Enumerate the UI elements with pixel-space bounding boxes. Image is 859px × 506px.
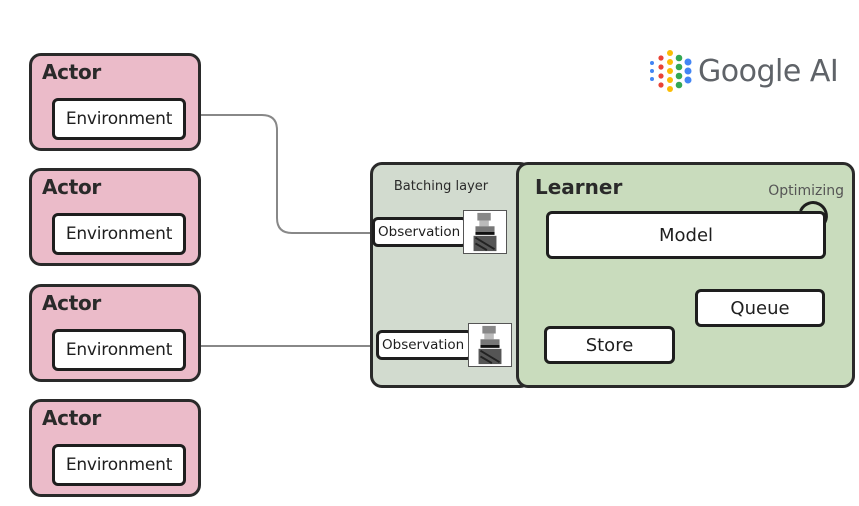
optimizing-label: Optimizing — [768, 183, 844, 199]
actor-title: Actor — [42, 175, 101, 199]
actor-title: Actor — [42, 291, 101, 315]
game-sprite-icon — [463, 210, 507, 254]
environment-box: Environment — [52, 213, 186, 255]
environment-box: Environment — [52, 444, 186, 486]
learner-title: Learner — [535, 175, 623, 199]
model-box: Model — [546, 211, 826, 259]
google-ai-dots-icon — [650, 50, 692, 92]
store-box: Store — [544, 326, 675, 364]
connector-env1-obs1 — [180, 114, 372, 234]
google-ai-logo-text: Google AI — [698, 54, 839, 89]
batching-layer-title: Batching layer — [393, 179, 489, 194]
actor-box-4: Actor Environment — [29, 399, 201, 497]
observation-box-2: Observation — [376, 330, 473, 360]
environment-box: Environment — [52, 98, 186, 140]
game-sprite-icon — [468, 323, 512, 367]
environment-box: Environment — [52, 329, 186, 371]
actor-box-2: Actor Environment — [29, 168, 201, 266]
queue-box: Queue — [695, 289, 825, 327]
optimizing-loop-icon — [799, 201, 828, 224]
actor-box-1: Actor Environment — [29, 53, 201, 151]
actor-box-3: Actor Environment — [29, 284, 201, 382]
actor-title: Actor — [42, 60, 101, 84]
actor-title: Actor — [42, 406, 101, 430]
observation-box-1: Observation — [372, 217, 468, 247]
